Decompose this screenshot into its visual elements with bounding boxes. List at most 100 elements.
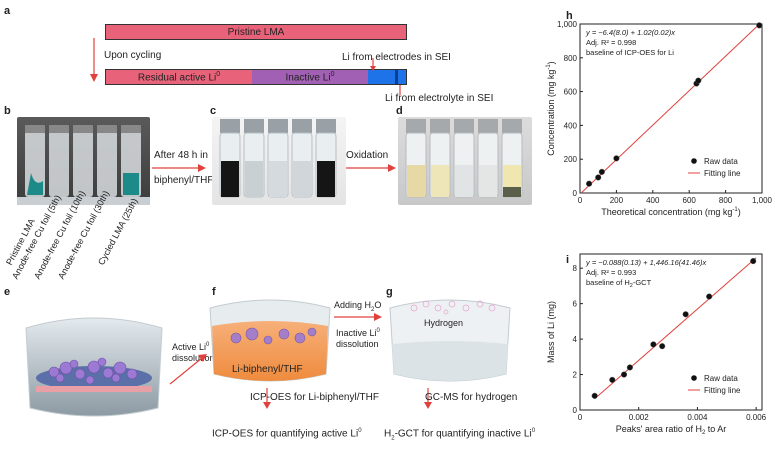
sei-divider [395, 70, 398, 84]
x-tick-label: 200 [610, 196, 624, 205]
data-point [659, 343, 666, 350]
hydrogen-label: Hydrogen [424, 318, 464, 328]
x-tick-label: 600 [683, 196, 697, 205]
data-point [613, 155, 620, 162]
legend-raw-marker [691, 158, 697, 164]
y-tick-label: 4 [573, 335, 578, 344]
panel-b-label: b [4, 105, 11, 117]
data-point [682, 311, 689, 318]
y-tick-label: 2 [573, 371, 578, 380]
adding-h2o-label: Adding H2O [334, 300, 382, 313]
inactive-li-dissolution-label: Inactive Li0 dissolution [336, 328, 380, 349]
residual-active-li-segment: Residual active Li0 [106, 70, 252, 84]
li-electrolyte-label: Li from electrolyte in SEI [385, 93, 494, 104]
cycled-lma-bar: Residual active Li0 Inactive Li0 [105, 69, 407, 85]
y-tick-label: 0 [573, 406, 578, 415]
cycling-arrow-icon [90, 38, 98, 82]
active-li-dissolution-label: Active Li0 dissolution [172, 342, 215, 363]
y-axis-label: Concentration (mg kg-1) [546, 61, 556, 155]
legend-raw-label: Raw data [704, 374, 738, 383]
data-point [756, 22, 763, 29]
gcms-method-label: GC-MS for hydrogen [425, 392, 518, 403]
vial-illustration-e [25, 317, 163, 417]
b-to-c-arrow-icon [152, 164, 206, 172]
legend-fit-label: Fitting line [704, 386, 741, 395]
data-point [620, 371, 628, 378]
data-point [591, 392, 598, 399]
vials-photo-c [212, 117, 346, 205]
x-axis-label: Peaks' area ratio of H2 to Ar [616, 424, 727, 436]
data-point [650, 341, 657, 348]
panel-c-label: c [210, 105, 217, 117]
legend-raw-marker [691, 375, 697, 381]
x-tick-label: 800 [719, 196, 733, 205]
fit-equation: y = −0.088(0.13) + 1,446.16(41.46)x [585, 258, 707, 267]
x-axis-label: Theoretical concentration (mg kg-1) [601, 207, 740, 217]
pristine-lma-label: Pristine LMA [227, 26, 285, 38]
plot-frame [579, 253, 763, 411]
upon-cycling-label: Upon cycling [104, 50, 162, 61]
vials-photo-b [17, 117, 150, 205]
y-axis-label: Mass of Li (mg) [546, 301, 556, 363]
y-tick-label: 400 [564, 121, 578, 130]
x-tick-label: 400 [646, 196, 660, 205]
data-point [706, 293, 713, 300]
panel-f-label: f [212, 286, 216, 298]
x-tick-label: 1,000 [752, 196, 773, 205]
sei-li-electrodes-segment [368, 70, 395, 84]
after-48h-label: After 48 h in [154, 150, 208, 161]
fit-equation: y = −6.4(8.0) + 1.02(0.02)x [585, 28, 675, 37]
e-to-f-arrow-icon [169, 354, 207, 385]
inactive-li-segment: Inactive Li0 [252, 70, 368, 84]
x-tick-label: 0.002 [629, 413, 650, 422]
y-tick-label: 8 [573, 264, 578, 273]
sei-li-electrolyte-segment [398, 70, 406, 84]
data-point [750, 258, 757, 265]
y-tick-label: 600 [564, 88, 578, 97]
vials-photo-d [398, 117, 532, 205]
plot-frame [579, 23, 763, 194]
legend-raw-label: Raw data [704, 157, 738, 166]
data-point [695, 77, 702, 84]
vial-illustration-g [389, 299, 511, 382]
y-tick-label: 0 [573, 189, 578, 198]
data-point [595, 174, 602, 181]
icp-oes-method-label: ICP-OES for Li-biphenyl/THF [250, 392, 379, 403]
legend-fit-label: Fitting line [704, 169, 741, 178]
panel-e-label: e [4, 286, 11, 298]
adj-r2: Adj. R² = 0.993 [586, 268, 636, 277]
g-down-arrow-icon [424, 388, 432, 409]
y-tick-label: 6 [573, 300, 578, 309]
y-tick-label: 1,000 [557, 20, 578, 29]
c-to-d-arrow-icon [346, 164, 396, 172]
adj-r2: Adj. R² = 0.998 [586, 38, 636, 47]
panel-h-label: h [566, 10, 573, 22]
baseline-label: baseline of ICP-OES for Li [586, 48, 674, 57]
x-tick-label: 0 [578, 413, 583, 422]
y-tick-label: 800 [564, 54, 578, 63]
inactive-li-label: Inactive Li0 [285, 70, 335, 84]
baseline-label: baseline of H2-GCT [586, 278, 652, 289]
residual-active-li-label: Residual active Li0 [137, 70, 221, 84]
li-electrodes-label: Li from electrodes in SEI [342, 52, 451, 63]
vial-illustration-f [209, 299, 331, 382]
icp-oes-result-label: ICP-OES for quantifying active Li0 [212, 428, 362, 440]
data-point [598, 168, 605, 175]
data-point [609, 376, 616, 383]
y-tick-label: 200 [564, 155, 578, 164]
data-point [586, 180, 593, 187]
oxidation-label: Oxidation [346, 150, 389, 161]
pristine-lma-bar: Pristine LMA [105, 24, 407, 40]
biphenyl-thf-label: biphenyl/THF [154, 175, 214, 186]
panel-i-label: i [566, 254, 570, 266]
panel-d-label: d [396, 105, 403, 117]
x-tick-label: 0.004 [687, 413, 708, 422]
fitting-line [580, 23, 760, 194]
sei-electrodes-arrow-icon [370, 58, 376, 71]
x-tick-label: 0 [578, 196, 583, 205]
f-to-g-arrow-icon [334, 313, 382, 321]
panel-a-label: a [4, 5, 11, 17]
data-point [626, 364, 633, 371]
